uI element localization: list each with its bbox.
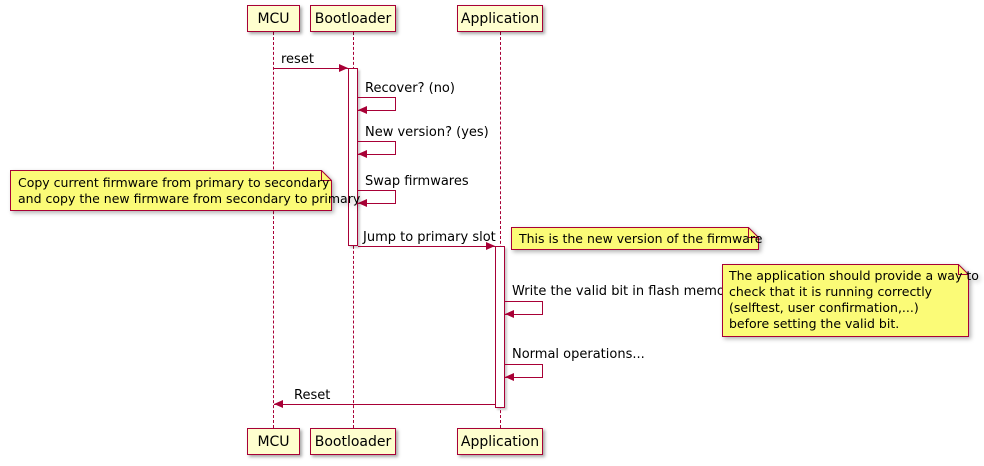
note-fold-icon: [748, 227, 759, 238]
participant-mcu-label: MCU: [257, 433, 290, 450]
self-message-arrow-normal-operations: [505, 364, 543, 381]
note-fold-icon: [321, 170, 332, 181]
self-message-arrow-swap: [358, 190, 396, 207]
participant-bootloader-top: Bootloader: [310, 5, 396, 32]
note-shape: [722, 264, 969, 337]
participant-bootloader-bottom: Bootloader: [310, 428, 396, 455]
lifeline-application: [500, 32, 501, 428]
note-copy-firmware: Copy current firmware from primary to se…: [10, 170, 361, 211]
note-new-firmware: This is the new version of the firmware: [511, 227, 763, 250]
participant-application-label: Application: [460, 433, 540, 450]
note-valid-bit: The application should provide a way to …: [722, 264, 979, 337]
message-label-normal-operations: Normal operations...: [512, 347, 645, 362]
note-valid-bit-line2: check that it is running correctly: [729, 284, 933, 299]
note-shape: [10, 170, 332, 211]
participant-application-top: Application: [457, 5, 543, 32]
participant-mcu-bottom: MCU: [247, 428, 300, 455]
participant-bootloader-label: Bootloader: [314, 10, 392, 27]
note-fold-icon: [958, 264, 969, 275]
activation-bar-bootloader: [348, 68, 358, 246]
message-arrow-reset-back: [274, 400, 495, 408]
message-label-recover: Recover? (no): [365, 81, 455, 96]
message-label-reset-back: Reset: [294, 388, 331, 403]
participant-mcu-label: MCU: [257, 10, 290, 27]
message-label-swap: Swap firmwares: [365, 174, 469, 189]
participant-bootloader-label: Bootloader: [314, 433, 392, 450]
participant-mcu-top: MCU: [247, 5, 300, 32]
note-valid-bit-line1: The application should provide a way to: [729, 268, 979, 283]
note-valid-bit-line4: before setting the valid bit.: [729, 316, 900, 331]
message-label-reset: reset: [281, 52, 314, 67]
message-label-write-valid-bit: Write the valid bit in flash memory: [512, 284, 738, 299]
message-label-jump: Jump to primary slot: [363, 230, 496, 245]
note-shape: [511, 227, 759, 250]
note-valid-bit-line3: (selftest, user confirmation,...): [729, 300, 919, 315]
message-arrow-jump: [358, 242, 495, 250]
self-message-arrow-recover: [358, 97, 396, 114]
participant-application-label: Application: [460, 10, 540, 27]
self-message-arrow-new-version: [358, 141, 396, 158]
self-message-arrow-write-valid-bit: [505, 301, 543, 318]
message-arrow-reset: [273, 64, 348, 72]
note-copy-firmware-line1: Copy current firmware from primary to se…: [18, 175, 330, 190]
note-new-firmware-line1: This is the new version of the firmware: [519, 231, 763, 246]
participant-application-bottom: Application: [457, 428, 543, 455]
lifeline-mcu: [273, 32, 274, 428]
activation-bar-application: [495, 246, 505, 408]
note-copy-firmware-line2: and copy the new firmware from secondary…: [18, 191, 361, 206]
message-label-new-version: New version? (yes): [365, 125, 489, 140]
